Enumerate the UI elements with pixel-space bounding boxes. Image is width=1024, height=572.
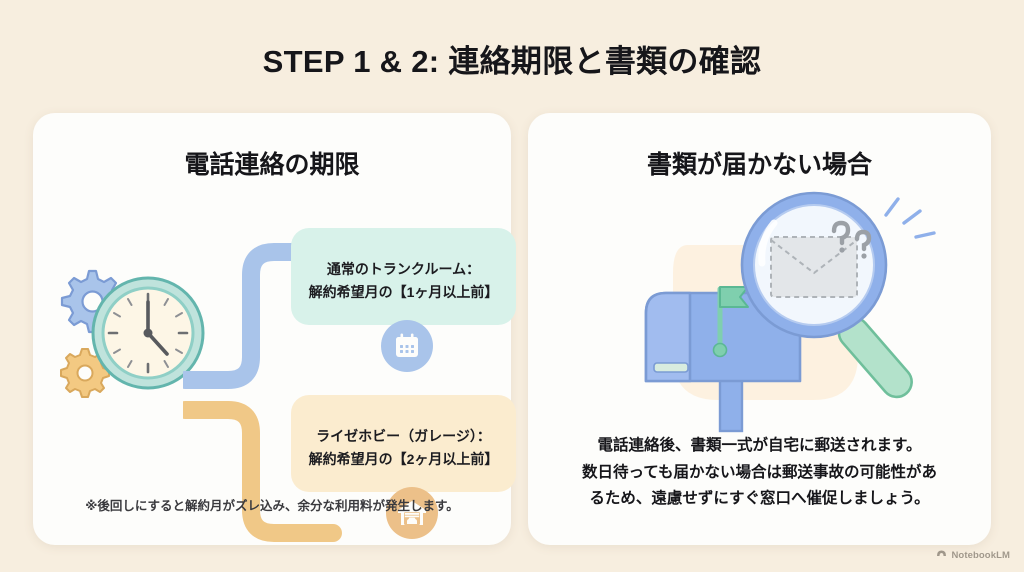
callout-raise-hobby-line1: ライゼホビー（ガレージ）： — [316, 428, 491, 444]
callout-trunk-room-line2: 解約希望月の【1ヶ月以上前】 — [308, 283, 499, 300]
garage-icon — [386, 487, 438, 539]
clock-icon — [91, 276, 205, 390]
callout-trunk-room: 通常のトランクルーム： 解約希望月の【1ヶ月以上前】 — [285, 228, 516, 325]
left-card-footnote: ※後回しにすると解約月がズレ込み、余分な利用料が発生します。 — [85, 499, 459, 513]
notebooklm-icon — [936, 546, 947, 564]
right-card-heading: 書類が届かない場合 — [646, 151, 872, 179]
callout-trunk-room-line1: 通常のトランクルーム： — [326, 261, 481, 277]
right-card-body-line1: 電話連絡後、書類一式が自宅に郵送されます。 — [597, 437, 922, 454]
callout-raise-hobby: ライゼホビー（ガレージ）： 解約希望月の【2ヶ月以上前】 — [285, 395, 516, 492]
right-card-body-line2: 数日待っても届かない場合は郵送事故の可能性があ — [582, 463, 937, 481]
notebooklm-watermark: NotebookLM — [936, 546, 1010, 564]
left-card-heading: 電話連絡の期限 — [184, 151, 360, 179]
orange-gear-icon — [60, 348, 110, 398]
page-title: STEP 1 & 2: 連絡期限と書類の確認 — [262, 44, 762, 79]
right-card-body-line3: るため、遠慮せずにすぐ窓口へ催促しましょう。 — [589, 490, 930, 508]
envelope-icon — [770, 236, 858, 298]
calendar-icon — [381, 320, 433, 372]
right-card: 書類が届かない場合 — [528, 113, 991, 545]
mailbox-magnifier-illustration — [568, 185, 953, 435]
callout-raise-hobby-line2: 解約希望月の【2ヶ月以上前】 — [308, 450, 499, 467]
left-card: 電話連絡の期限 — [33, 113, 516, 545]
connector-lines — [176, 225, 343, 555]
right-card-body: 電話連絡後、書類一式が自宅に郵送されます。 数日待っても届かない場合は郵送事故の… — [546, 433, 973, 513]
clock-gears-illustration — [51, 261, 231, 406]
notebooklm-label: NotebookLM — [951, 549, 1010, 561]
